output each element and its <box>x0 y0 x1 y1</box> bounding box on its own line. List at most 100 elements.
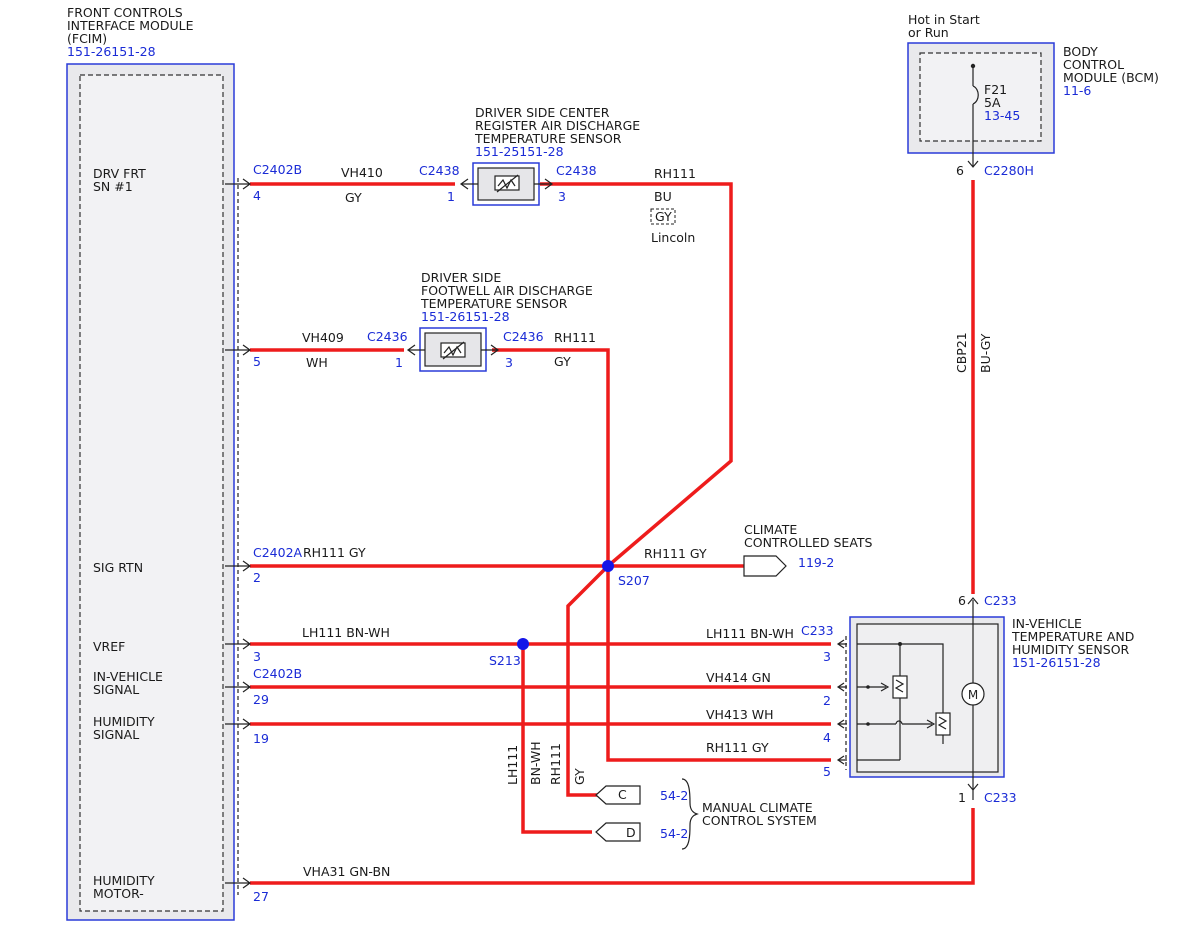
label-c233-sensor: C233 <box>801 623 834 638</box>
label-lincoln: Lincoln <box>651 230 695 245</box>
wire-lh111-bnwh-manual[interactable] <box>521 644 592 834</box>
label-pin-2: 2 <box>253 570 261 585</box>
center-register-sensor[interactable]: DRIVER SIDE CENTER REGISTER AIR DISCHARG… <box>459 105 640 206</box>
label-rh111-footwell: RH111 <box>554 330 596 345</box>
manual-climate-connectors[interactable]: C 54-2 D 54-2 MANUAL CLIMATE CONTROL SYS… <box>595 778 817 850</box>
center-sensor-title-3: TEMPERATURE SENSOR <box>474 131 622 146</box>
center-sensor-title-2: REGISTER AIR DISCHARGE <box>475 118 640 133</box>
ivt-ref[interactable]: 151-26151-28 <box>1012 655 1101 670</box>
motor-icon: M <box>961 682 985 706</box>
in-vehicle-sensor[interactable]: IN-VEHICLE TEMPERATURE AND HUMIDITY SENS… <box>836 597 1134 800</box>
label-vh409: VH409 <box>302 330 344 345</box>
climate-seats-title-1: CLIMATE <box>744 522 797 537</box>
label-c233-top-pin: 6 <box>958 593 966 608</box>
fcim-pin-arrows <box>225 178 252 889</box>
bcm-title-line-1: BODY <box>1063 44 1098 59</box>
bcm-power-line-1: Hot in Start <box>908 12 980 27</box>
splice-s213-label: S213 <box>489 653 521 668</box>
label-lh111-vertical: LH111 <box>505 745 520 785</box>
fuse-icon <box>972 85 979 105</box>
bcm-ref[interactable]: 11-6 <box>1063 83 1091 98</box>
label-bnwh-vertical: BN-WH <box>528 741 543 785</box>
fcim-title-line-3: (FCIM) <box>67 31 107 46</box>
label-c2402b-bottom: C2402B <box>253 666 302 681</box>
thermistor-icon <box>440 341 466 360</box>
label-rh111-gy-left: RH111 GY <box>303 545 366 560</box>
fcim-title-line-1: FRONT CONTROLS <box>67 5 183 20</box>
label-lh111-bnwh-right: LH111 BN-WH <box>706 626 794 641</box>
fcim-pin-drv-frt-2: SN #1 <box>93 179 133 194</box>
label-rh111-vertical: RH111 <box>548 743 563 785</box>
fcim-pin-humidity-1: HUMIDITY <box>93 714 155 729</box>
manual-climate-title-2: CONTROL SYSTEM <box>702 813 817 828</box>
fcim-pin-sig-rtn: SIG RTN <box>93 560 143 575</box>
footwell-sensor-title-1: DRIVER SIDE <box>421 270 501 285</box>
climate-seats-title-2: CONTROLLED SEATS <box>744 535 873 550</box>
splice-s207[interactable] <box>602 560 614 572</box>
label-rh111-gy-right: RH111 GY <box>644 546 707 561</box>
wire-rh111-gy-manual[interactable] <box>566 564 610 797</box>
brace-icon <box>681 778 699 850</box>
label-pin-29: 29 <box>253 692 269 707</box>
label-bugy: BU-GY <box>978 333 993 373</box>
fcim-pin-in-vehicle-1: IN-VEHICLE <box>93 669 163 684</box>
wire-vha31[interactable] <box>250 808 975 885</box>
bcm-power-line-2: or Run <box>908 25 949 40</box>
fcim-pin-drv-frt-1: DRV FRT <box>93 166 146 181</box>
thermistor-icon <box>892 675 908 699</box>
label-c2438-pin1: 1 <box>447 189 455 204</box>
label-bu: BU <box>654 189 672 204</box>
fcim-pin-humidity-2: SIGNAL <box>93 727 139 742</box>
ivt-title-line-1: IN-VEHICLE <box>1012 616 1082 631</box>
label-cbp21: CBP21 <box>954 332 969 373</box>
label-sensor-pin-4: 4 <box>823 730 831 745</box>
label-vh410: VH410 <box>341 165 383 180</box>
bcm-title-line-2: CONTROL <box>1063 57 1124 72</box>
label-c2436-pin1: 1 <box>395 355 403 370</box>
label-lh111-bnwh-left: LH111 BN-WH <box>302 625 390 640</box>
bcm-title-line-3: MODULE (BCM) <box>1063 70 1159 85</box>
footwell-sensor-ref[interactable]: 151-26151-28 <box>421 309 510 324</box>
fuse-rating: 5A <box>984 95 1001 110</box>
label-c233-bottom-pin: 1 <box>958 790 966 805</box>
fcim-ref[interactable]: 151-26151-28 <box>67 44 156 59</box>
manual-climate-title-1: MANUAL CLIMATE <box>702 800 813 815</box>
fuse-ref[interactable]: 13-45 <box>984 108 1020 123</box>
label-rh111-top: RH111 <box>654 166 696 181</box>
ivt-title-line-3: HUMIDITY SENSOR <box>1012 642 1130 657</box>
climate-seats-ref[interactable]: 119-2 <box>798 555 834 570</box>
manual-connector-d: D <box>626 825 636 840</box>
manual-connector-c-ref[interactable]: 54-2 <box>660 788 688 803</box>
label-c233-bottom: C233 <box>984 790 1017 805</box>
footwell-sensor-title-3: TEMPERATURE SENSOR <box>420 296 568 311</box>
footwell-sensor[interactable]: DRIVER SIDE FOOTWELL AIR DISCHARGE TEMPE… <box>406 270 593 372</box>
manual-connector-d-ref[interactable]: 54-2 <box>660 826 688 841</box>
fcim-pin-humidity-motor-1: HUMIDITY <box>93 873 155 888</box>
label-sensor-pin-2: 2 <box>823 693 831 708</box>
label-rh111-gy-sensor: RH111 GY <box>706 740 769 755</box>
label-gy-vertical: GY <box>572 768 587 785</box>
fuse-name: F21 <box>984 82 1007 97</box>
bcm-module[interactable]: Hot in Start or Run BODY CONTROL MODULE … <box>907 12 1159 178</box>
climate-seats-connector[interactable]: CLIMATE CONTROLLED SEATS 119-2 <box>743 522 873 577</box>
label-rh111-footwell-gy: GY <box>554 354 571 369</box>
bcm-connector: C2280H <box>984 163 1034 178</box>
bcm-pin: 6 <box>956 163 964 178</box>
center-sensor-ref[interactable]: 151-25151-28 <box>475 144 564 159</box>
splice-s213[interactable] <box>517 638 529 650</box>
label-sensor-pin-5: 5 <box>823 764 831 779</box>
wire-rh111-bu[interactable] <box>540 182 733 568</box>
label-vh409-wh: WH <box>306 355 328 370</box>
wire-rh111-gy-footwell[interactable] <box>492 348 831 762</box>
label-vh413-wh: VH413 WH <box>706 707 774 722</box>
fcim-pin-vref: VREF <box>93 639 125 654</box>
label-c2402b-top: C2402B <box>253 162 302 177</box>
label-pin-4: 4 <box>253 188 261 203</box>
wires <box>250 180 975 885</box>
label-vh414-gn: VH414 GN <box>706 670 771 685</box>
label-c233-top: C233 <box>984 593 1017 608</box>
wire-labels: C2402B 4 VH410 GY C2438 1 C2438 3 RH111 … <box>253 162 1017 904</box>
fcim-module[interactable]: FRONT CONTROLS INTERFACE MODULE (FCIM) 1… <box>66 5 239 921</box>
center-sensor-title-1: DRIVER SIDE CENTER <box>475 105 610 120</box>
